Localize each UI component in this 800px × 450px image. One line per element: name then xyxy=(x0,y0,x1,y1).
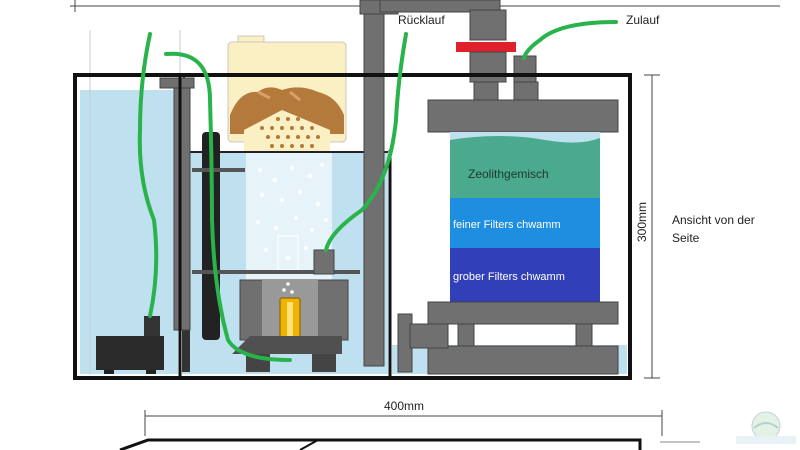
sand-reactor xyxy=(227,35,347,152)
red-valve xyxy=(456,42,516,52)
label-return-flow: Rücklauf xyxy=(398,13,445,27)
label-width-dim: 400mm xyxy=(384,399,424,413)
watermark-logo xyxy=(736,411,796,444)
filter-canister xyxy=(397,9,619,375)
tank-water-left xyxy=(80,90,178,374)
label-zeolite: Zeolithgemisch xyxy=(468,167,549,181)
height-dimension: 300mm xyxy=(635,74,660,379)
tank-outline xyxy=(73,73,632,380)
label-coarse-sponge: grober Filters chwamm xyxy=(453,271,565,283)
return-pipe xyxy=(159,77,195,331)
label-height-dim: 300mm xyxy=(635,202,649,242)
return-pump xyxy=(96,316,164,374)
label-side-view-line2: Seite xyxy=(672,231,700,245)
label-fine-sponge: feiner Filters chwamm xyxy=(453,219,561,231)
green-hoses xyxy=(137,20,618,362)
label-inflow: Zulauf xyxy=(626,13,660,27)
bottom-tank-outline xyxy=(119,438,700,450)
width-dimension: 400mm xyxy=(144,399,663,436)
overflow-pipe xyxy=(359,0,501,367)
sand-dots xyxy=(260,117,320,148)
skimmer-pump xyxy=(232,249,349,372)
label-side-view-line1: Ansicht von der xyxy=(672,213,755,227)
